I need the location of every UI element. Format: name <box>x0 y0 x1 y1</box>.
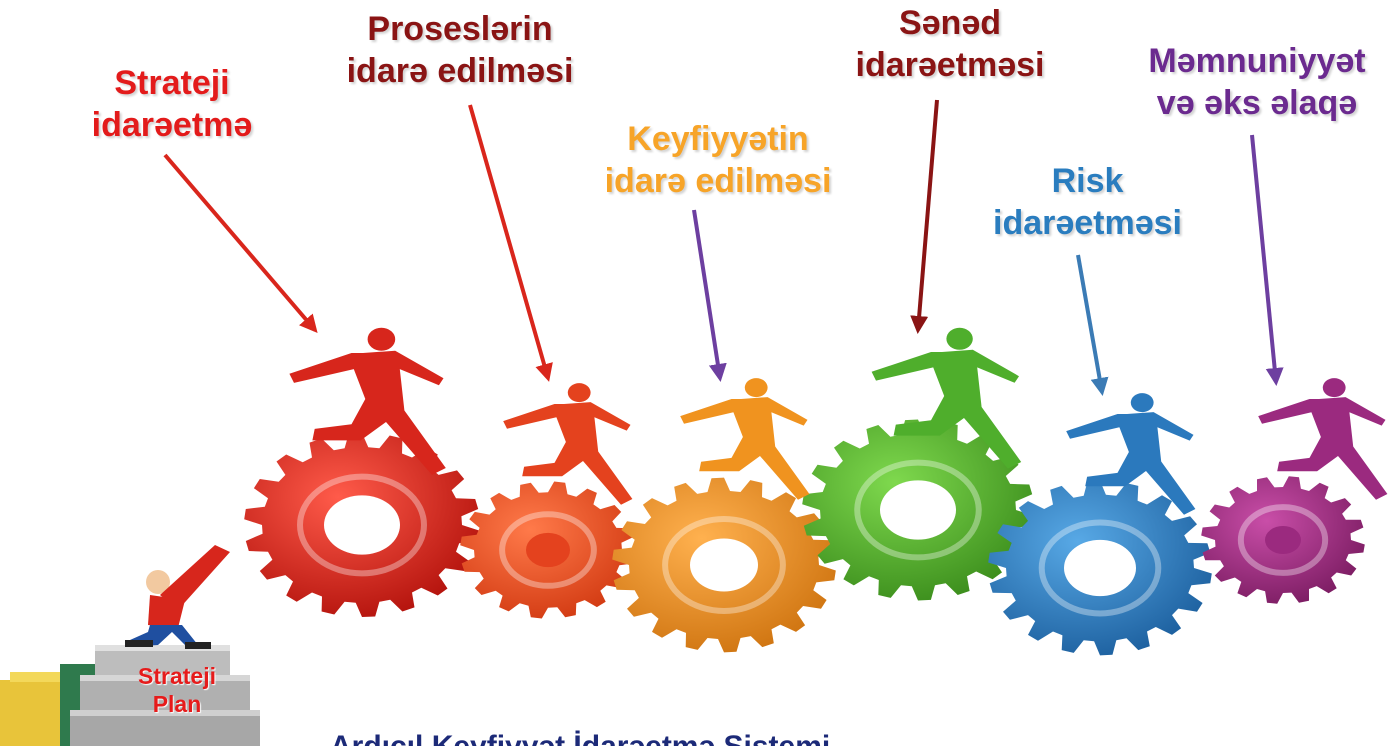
label-quality-line1: Keyfiyyətin <box>627 120 809 158</box>
strategic-plan-box: Strateji Plan <box>128 662 226 718</box>
label-document-line1: Sənəd <box>898 4 1002 42</box>
runner-purple-icon <box>1258 378 1388 500</box>
label-quality-line2: idarə edilməsi <box>604 162 832 200</box>
label-risk: Risk idarəetməsi <box>985 160 1190 244</box>
runner-orange-icon <box>680 378 810 500</box>
label-process-line2: idarə edilməsi <box>346 52 574 90</box>
label-strategic: Strateji idarəetmə <box>82 62 262 146</box>
label-satisfaction-line1: Məmnuniyyət <box>1148 42 1366 80</box>
runner-orange-red-icon <box>503 383 633 505</box>
label-process-line1: Proseslərin <box>367 10 553 48</box>
bottom-caption: Ardıcıl Keyfiyyət İdarəetmə Sistemi <box>330 727 1230 746</box>
gear-orange-icon <box>612 477 836 653</box>
pushing-man-icon <box>125 545 230 649</box>
label-document-line2: idarəetməsi <box>855 46 1045 84</box>
label-satisfaction-line2: və əks əlaqə <box>1156 84 1358 122</box>
arrow-risk <box>1076 254 1109 396</box>
arrow-satisfaction <box>1250 134 1284 386</box>
label-strategic-line2: idarəetmə <box>91 106 253 144</box>
label-process: Proseslərin idarə edilməsi <box>335 8 585 92</box>
runner-blue-icon <box>1066 393 1196 515</box>
label-quality: Keyfiyyətin idarə edilməsi <box>598 118 838 202</box>
label-strategic-line1: Strateji <box>114 64 230 102</box>
strategic-plan-line2: Plan <box>152 691 202 717</box>
label-satisfaction: Məmnuniyyət və əks əlaqə <box>1138 40 1376 124</box>
gear-orange-red-icon <box>460 481 636 619</box>
steps-icon <box>70 645 260 746</box>
label-document: Sənəd idarəetməsi <box>845 2 1055 86</box>
gear-blue-icon <box>988 480 1212 656</box>
runner-green-icon <box>871 327 1022 469</box>
arrow-strategic <box>163 153 318 334</box>
gear-red-icon <box>244 433 480 617</box>
runner-red-icon <box>289 327 446 475</box>
gear-green-icon <box>802 419 1034 601</box>
label-risk-line2: idarəetməsi <box>993 204 1182 242</box>
arrow-document <box>910 99 939 334</box>
arrow-process <box>468 104 553 382</box>
gear-purple-icon <box>1201 476 1365 604</box>
strategic-plan-line1: Strateji <box>138 663 216 689</box>
label-risk-line1: Risk <box>1051 162 1124 200</box>
arrow-quality <box>692 209 727 382</box>
